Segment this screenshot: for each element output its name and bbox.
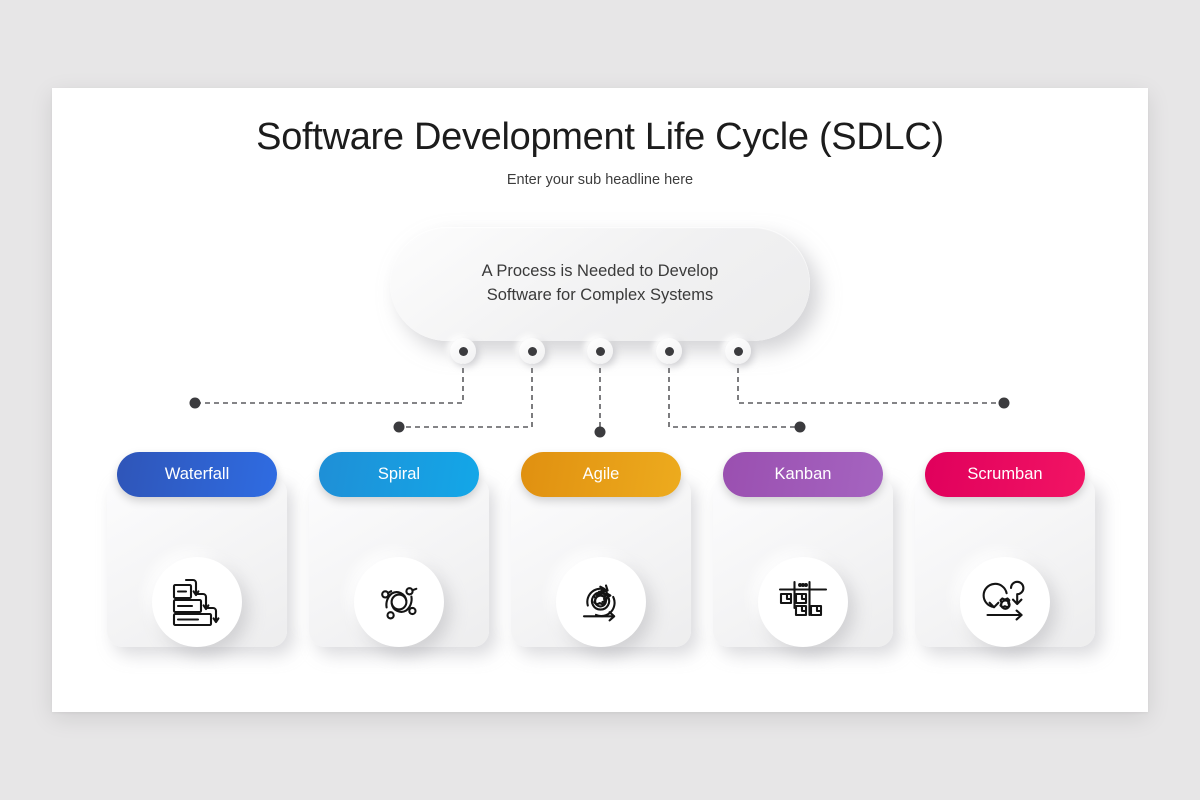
connector-endpoints [189,397,1010,438]
card-label-scrumban[interactable]: Scrumban [925,452,1085,497]
endpoint-dot-waterfall [189,397,201,409]
hub-node-4[interactable] [656,338,682,364]
hub-node-2[interactable] [519,338,545,364]
waterfall-cascade-icon [152,557,242,647]
card-label-text: Agile [582,465,620,483]
gear-cycle-arrow-icon [556,557,646,647]
card-agile[interactable] [511,477,691,647]
card-label-text: Spiral [377,465,421,483]
spiral-vortex-nodes-icon [354,557,444,647]
card-label-kanban[interactable]: Kanban [723,452,883,497]
slide-canvas: Software Development Life Cycle (SDLC) E… [52,88,1148,712]
hub-callout-text: A Process is Needed to Develop Software … [481,262,719,304]
endpoint-dot-scrumban [998,397,1010,409]
hub-node-5[interactable] [725,338,751,364]
card-kanban[interactable] [713,477,893,647]
endpoint-dot-kanban [794,421,806,433]
card-label-text: Kanban [774,465,832,483]
scrum-spiral-gear-arrow-icon [960,557,1050,647]
page-subtitle: Enter your sub headline here [506,172,694,188]
card-scrumban[interactable] [915,477,1095,647]
card-label-spiral[interactable]: Spiral [319,452,479,497]
endpoint-dot-agile [594,426,606,438]
page-title: Software Development Life Cycle (SDLC) [256,116,944,158]
card-label-text: Scrumban [967,465,1043,483]
hub-node-1[interactable] [450,338,476,364]
hub-callout[interactable]: A Process is Needed to Develop Software … [390,227,810,341]
card-label-agile[interactable]: Agile [521,452,681,497]
card-label-waterfall[interactable]: Waterfall [117,452,277,497]
kanban-board-cards-icon [758,557,848,647]
hub-node-3[interactable] [587,338,613,364]
card-waterfall[interactable] [107,477,287,647]
endpoint-dot-spiral [393,421,405,433]
card-spiral[interactable] [309,477,489,647]
card-label-text: Waterfall [164,465,230,483]
